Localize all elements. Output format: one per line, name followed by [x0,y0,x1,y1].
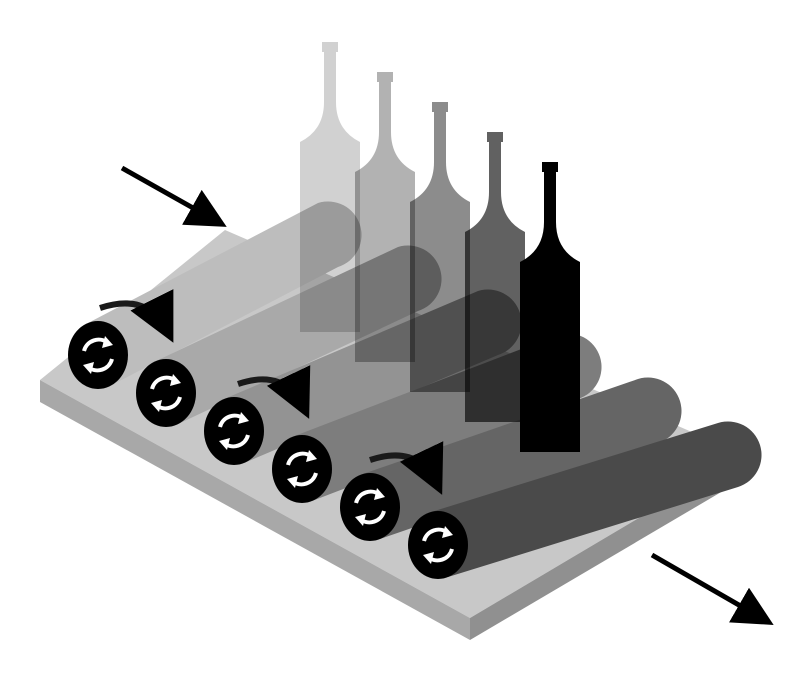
roller-6 [408,421,762,579]
roller-cap [68,321,128,389]
roller-cap [204,397,264,465]
curved-arrow-icon [99,289,174,343]
roller-cap [136,359,196,427]
bottle-ghost-icon [465,132,525,422]
bottle-ghost-icon [355,72,415,362]
roller-body [360,377,682,539]
roller-body [428,421,762,577]
roller-cap [272,435,332,503]
arrow-out-icon [650,552,774,625]
roller-cap [408,511,468,579]
bottle-icon [520,162,580,452]
roller-5 [340,377,682,541]
bottle-ghost-icon [300,42,360,332]
shelf-front-edge [40,380,470,640]
roller-cap [340,473,400,541]
curved-arrow-icon [369,441,444,495]
bottle-ghost-icon [410,102,470,392]
arrow-in-icon [120,165,227,227]
curved-arrow-icon [237,365,311,419]
